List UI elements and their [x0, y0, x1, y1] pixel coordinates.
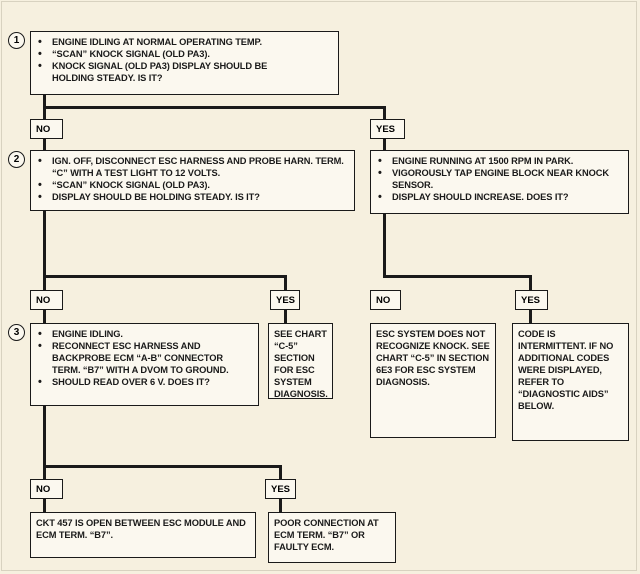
- connector: [383, 275, 531, 278]
- bullet: ENGINE IDLING.: [36, 328, 253, 340]
- step-number-2: 2: [8, 151, 25, 168]
- step-2-box: IGN. OFF, DISCONNECT ESC HARNESS AND PRO…: [30, 150, 355, 211]
- step-number-1: 1: [8, 32, 25, 49]
- bullet: ENGINE RUNNING AT 1500 RPM IN PARK.: [376, 155, 623, 167]
- ckt-457-open-box: CKT 457 IS OPEN BETWEEN ESC MODULE AND E…: [30, 512, 256, 558]
- connector: [43, 106, 386, 109]
- step-number-3: 3: [8, 324, 25, 341]
- bullet: IGN. OFF, DISCONNECT ESC HARNESS AND PRO…: [36, 155, 349, 179]
- no-label: NO: [30, 479, 63, 499]
- connector: [43, 275, 286, 278]
- bullet: DISPLAY SHOULD INCREASE. DOES IT?: [376, 191, 623, 203]
- bullet: RECONNECT ESC HARNESS AND BACKPROBE ECM …: [36, 340, 253, 376]
- yes-label: YES: [270, 290, 300, 310]
- no-label: NO: [30, 119, 63, 139]
- bullet: VIGOROUSLY TAP ENGINE BLOCK NEAR KNOCK S…: [376, 167, 623, 191]
- bullet: ENGINE IDLING AT NORMAL OPERATING TEMP.: [36, 36, 333, 48]
- bullet: SHOULD READ OVER 6 V. DOES IT?: [36, 376, 253, 388]
- esc-no-knock-box: ESC SYSTEM DOES NOT RECOGNIZE KNOCK. SEE…: [370, 323, 496, 438]
- no-label: NO: [370, 290, 401, 310]
- bullet: KNOCK SIGNAL (OLD PA3) DISPLAY SHOULD BE…: [36, 60, 302, 84]
- poor-connection-box: POOR CONNECTION AT ECM TERM. “B7” OR FAU…: [268, 512, 396, 563]
- yes-label: YES: [370, 119, 405, 139]
- see-chart-c5-box: SEE CHART “C-5” SECTION FOR ESC SYSTEM D…: [268, 323, 333, 399]
- step-1-box: ENGINE IDLING AT NORMAL OPERATING TEMP. …: [30, 31, 339, 95]
- no-label: NO: [30, 290, 63, 310]
- bullet: DISPLAY SHOULD BE HOLDING STEADY. IS IT?: [36, 191, 349, 203]
- yes-label: YES: [265, 479, 296, 499]
- bullet: “SCAN” KNOCK SIGNAL (OLD PA3).: [36, 48, 333, 60]
- code-intermittent-box: CODE IS INTERMITTENT. IF NO ADDITIONAL C…: [512, 323, 629, 441]
- step-2-yes-box: ENGINE RUNNING AT 1500 RPM IN PARK. VIGO…: [370, 150, 629, 214]
- bullet: “SCAN” KNOCK SIGNAL (OLD PA3).: [36, 179, 349, 191]
- step-3-box: ENGINE IDLING. RECONNECT ESC HARNESS AND…: [30, 323, 259, 406]
- connector: [43, 465, 281, 468]
- yes-label: YES: [515, 290, 548, 310]
- connector: [43, 94, 46, 466]
